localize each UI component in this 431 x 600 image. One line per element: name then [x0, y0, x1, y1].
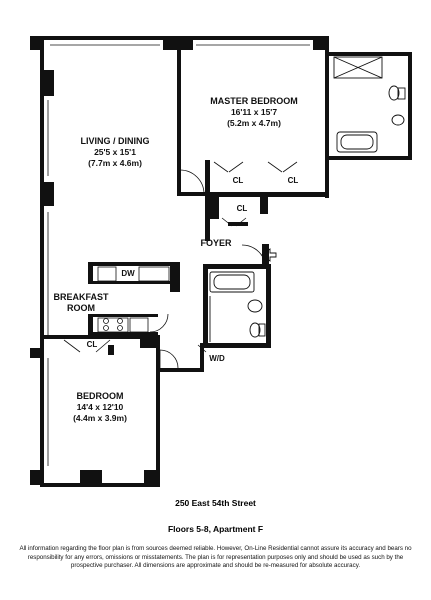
breakfast-line2: ROOM	[67, 303, 95, 313]
washer-dryer-label: W/D	[209, 354, 225, 363]
floors-apartment: Floors 5-8, Apartment F	[167, 524, 264, 534]
bedroom-dim-ft: 14'4 x 12'10	[76, 402, 124, 412]
breakfast-line1: BREAKFAST	[53, 292, 109, 302]
foyer-label: FOYER	[196, 238, 236, 249]
closet-label-2: CL	[287, 176, 299, 185]
master-bedroom-label: MASTER BEDROOM 16'11 x 15'7 (5.2m x 4.7m…	[198, 96, 310, 129]
breakfast-room-label: BREAKFAST ROOM	[46, 292, 116, 314]
living-dining-name: LIVING / DINING	[80, 136, 150, 146]
bedroom-label: BEDROOM 14'4 x 12'10 (4.4m x 3.9m)	[44, 391, 156, 424]
disclaimer: All information regarding the floor plan…	[19, 545, 412, 570]
bedroom-name: BEDROOM	[76, 391, 124, 401]
master-bedroom-name: MASTER BEDROOM	[210, 96, 298, 106]
bedroom-dim-m: (4.4m x 3.9m)	[73, 413, 127, 423]
living-dining-dim-m: (7.7m x 4.6m)	[88, 158, 142, 168]
master-bedroom-dim-m: (5.2m x 4.7m)	[227, 118, 281, 128]
address: 250 East 54th Street	[175, 498, 256, 508]
dishwasher-label: DW	[121, 269, 135, 278]
foyer-name: FOYER	[200, 238, 232, 248]
closet-label-3: CL	[236, 204, 248, 213]
entry-arrow-icon	[261, 248, 277, 262]
closet-label-4: CL	[86, 340, 98, 349]
closet-label-1: CL	[232, 176, 244, 185]
living-dining-dim-ft: 25'5 x 15'1	[94, 147, 136, 157]
master-bedroom-dim-ft: 16'11 x 15'7	[230, 107, 278, 117]
living-dining-label: LIVING / DINING 25'5 x 15'1 (7.7m x 4.6m…	[60, 136, 170, 169]
